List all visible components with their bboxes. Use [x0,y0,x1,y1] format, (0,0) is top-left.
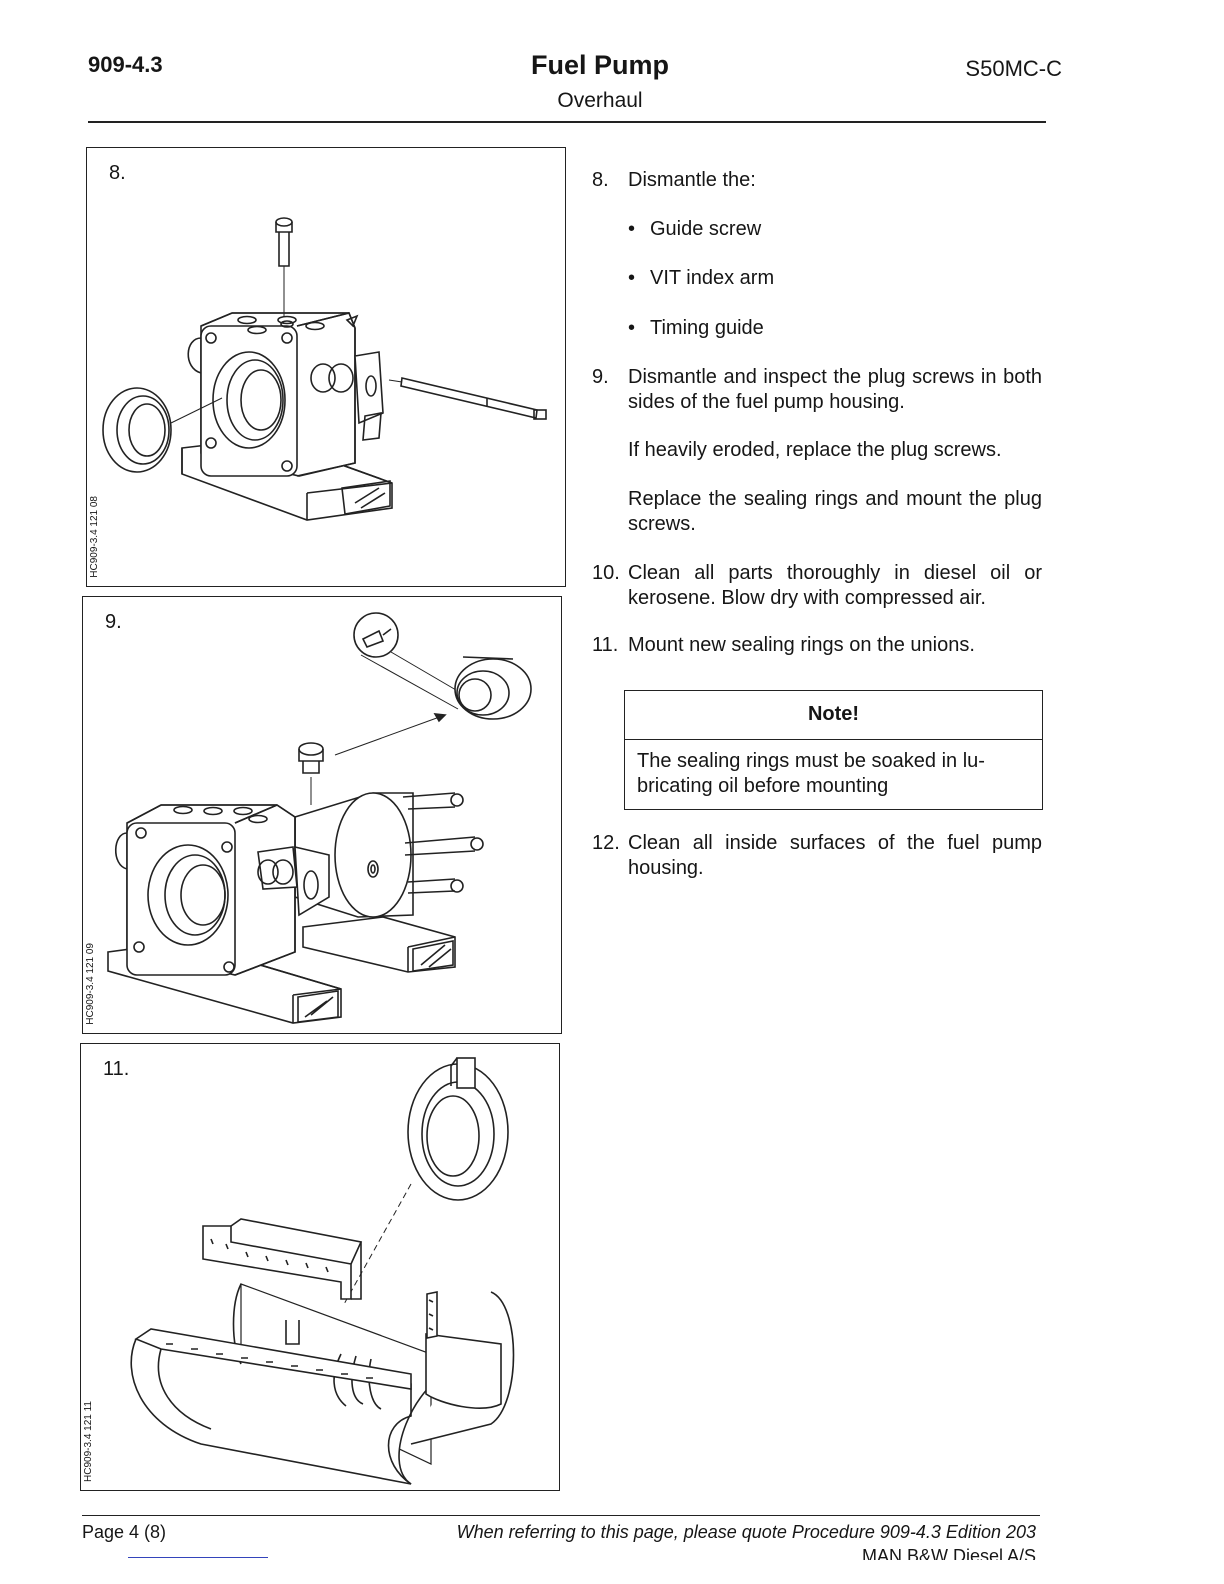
step-text: Dismantle and inspect the plug screws in… [628,366,1042,413]
figure-code: HC909-3.4 121 11 [83,1401,94,1482]
header-divider [88,121,1046,123]
note-divider [625,739,1042,740]
figure-11-illustration [130,1057,515,1485]
procedure-number: 909-4.3 [88,52,163,77]
step-text: Clean all inside surfaces of the fuel pu… [628,832,1042,879]
step-number: 8. [592,169,609,191]
figure-9-illustration [107,612,532,1024]
step-text: Clean all parts thoroughly in diesel oil… [628,562,1042,609]
figure-number: 11. [103,1058,130,1080]
step-paragraph: If heavily eroded, replace the plug scre… [628,439,1002,461]
figure-8-panel: 8. HC909-3.4 121 08 [86,147,566,587]
figure-9-panel: 9. HC909-3.4 121 09 [82,596,562,1034]
page-number: Page 4 (8) [82,1522,167,1542]
figure-code: HC909-3.4 121 08 [89,496,100,578]
note-title: Note! [807,703,860,725]
step-text: Dismantle the: [628,169,756,191]
step-number: 10. [592,562,620,584]
figure-code: HC909-3.4 121 09 [85,943,96,1025]
footer-mark [128,1557,268,1558]
bullet-text: Timing guide [650,317,764,339]
figure-number: 9. [105,611,122,633]
note-text: The sealing rings must be soaked in lu-b… [637,750,985,797]
step-number: 9. [592,366,609,388]
step-paragraph: Replace the sealing rings and mount the … [628,488,1042,535]
note-box: Note! The sealing rings must be soaked i… [624,690,1043,810]
step-text: Mount new sealing rings on the unions. [628,634,975,656]
engine-type: S50MC-C [965,56,1062,81]
bullet-text: VIT index arm [650,267,775,289]
page-title: Fuel Pump [530,50,669,80]
step-number: 11. [592,634,619,656]
step-number: 12. [592,832,620,854]
procedure-reference: When referring to this page, please quot… [456,1522,1036,1542]
company-name: MAN B&W Diesel A/S [861,1546,1036,1560]
page-subtitle: Overhaul [557,89,643,112]
figure-8-illustration [102,217,547,521]
footer-divider [82,1515,1040,1516]
bullet-text: Guide screw [650,218,762,240]
figure-number: 8. [109,162,126,184]
figure-11-panel: 11. HC909-3.4 121 11 [80,1043,560,1491]
